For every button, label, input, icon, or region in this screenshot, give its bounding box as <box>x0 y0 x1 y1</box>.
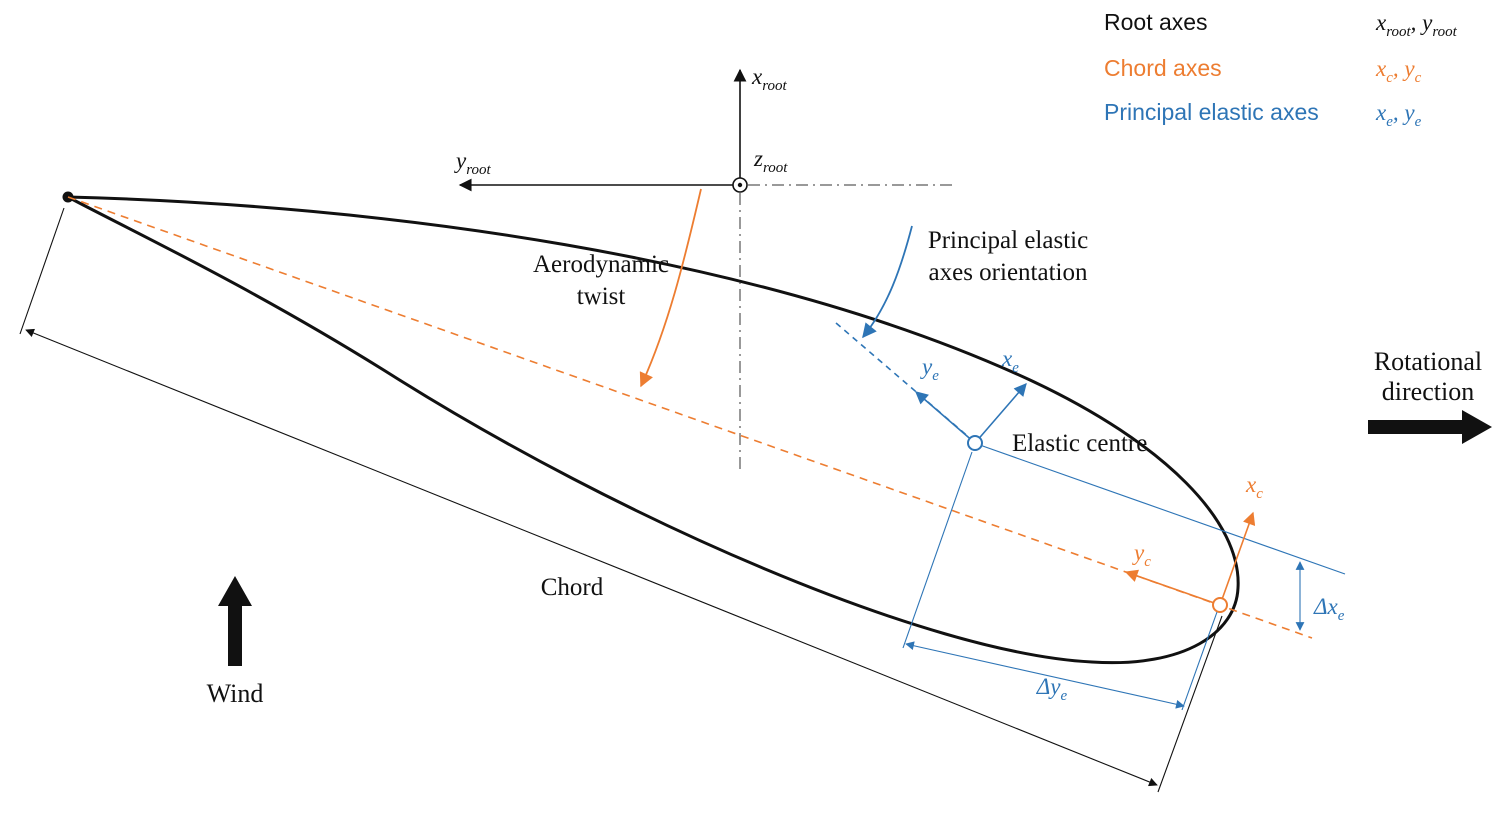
root-z-axis-label: zroot <box>753 146 788 176</box>
elastic-ye-axis-arrow <box>915 391 976 444</box>
chord-extension-nose <box>1157 615 1223 793</box>
rotational-direction-label-line2: direction <box>1382 377 1474 406</box>
elastic-ye-axis-label: ye <box>920 354 939 384</box>
root-z-axis-dot <box>737 182 743 188</box>
wind-label: Wind <box>207 679 264 708</box>
legend-chord-axes-symbols: xc, yc <box>1375 56 1422 86</box>
aerodynamic-twist-label-line2: twist <box>577 283 626 310</box>
legend-chord-axes-label: Chord axes <box>1104 55 1222 81</box>
chord-yc-axis-arrow <box>1124 569 1221 606</box>
legend: Root axes xroot, yroot Chord axes xc, yc… <box>1104 9 1458 130</box>
elastic-centre-marker <box>967 435 983 451</box>
chord-reference-line <box>67 196 1313 639</box>
legend-principal-elastic-axes-label: Principal elastic axes <box>1104 99 1319 125</box>
elastic-centre-parallel-line <box>976 443 1346 575</box>
chord-xc-axis-label: xc <box>1245 472 1263 502</box>
principal-orientation-label-line2: axes orientation <box>929 259 1088 286</box>
legend-principal-elastic-axes-symbols: xe, ye <box>1375 100 1422 130</box>
chord-axes-origin-marker <box>1212 597 1228 613</box>
chord-yc-axis-label: yc <box>1132 540 1151 570</box>
delta-xe-label: Δxe <box>1313 594 1345 624</box>
aerodynamic-twist-label-line1: Aerodynamic <box>533 251 669 278</box>
delta-ye-extension-left <box>902 451 973 649</box>
elastic-centre-label: Elastic centre <box>1012 430 1147 457</box>
rotational-direction-label-line1: Rotational <box>1374 347 1482 376</box>
aerodynamic-twist-arc-arrow <box>639 188 702 388</box>
principal-orientation-arc-arrow <box>862 225 913 339</box>
chord-extension-tail <box>19 207 65 335</box>
root-x-axis-label: xroot <box>751 64 787 94</box>
wind-arrow <box>218 576 252 666</box>
chord-dimension-arrow <box>25 328 1158 787</box>
legend-root-axes-label: Root axes <box>1104 9 1208 35</box>
legend-root-axes-symbols: xroot, yroot <box>1375 10 1458 40</box>
chord-xc-axis-arrow <box>1219 511 1256 606</box>
root-y-axis-label: yroot <box>454 148 491 178</box>
delta-ye-extension-right <box>1181 611 1218 711</box>
chord-label: Chord <box>541 574 604 601</box>
rotational-direction-arrow <box>1368 410 1492 444</box>
principal-orientation-label-line1: Principal elastic <box>928 227 1088 254</box>
